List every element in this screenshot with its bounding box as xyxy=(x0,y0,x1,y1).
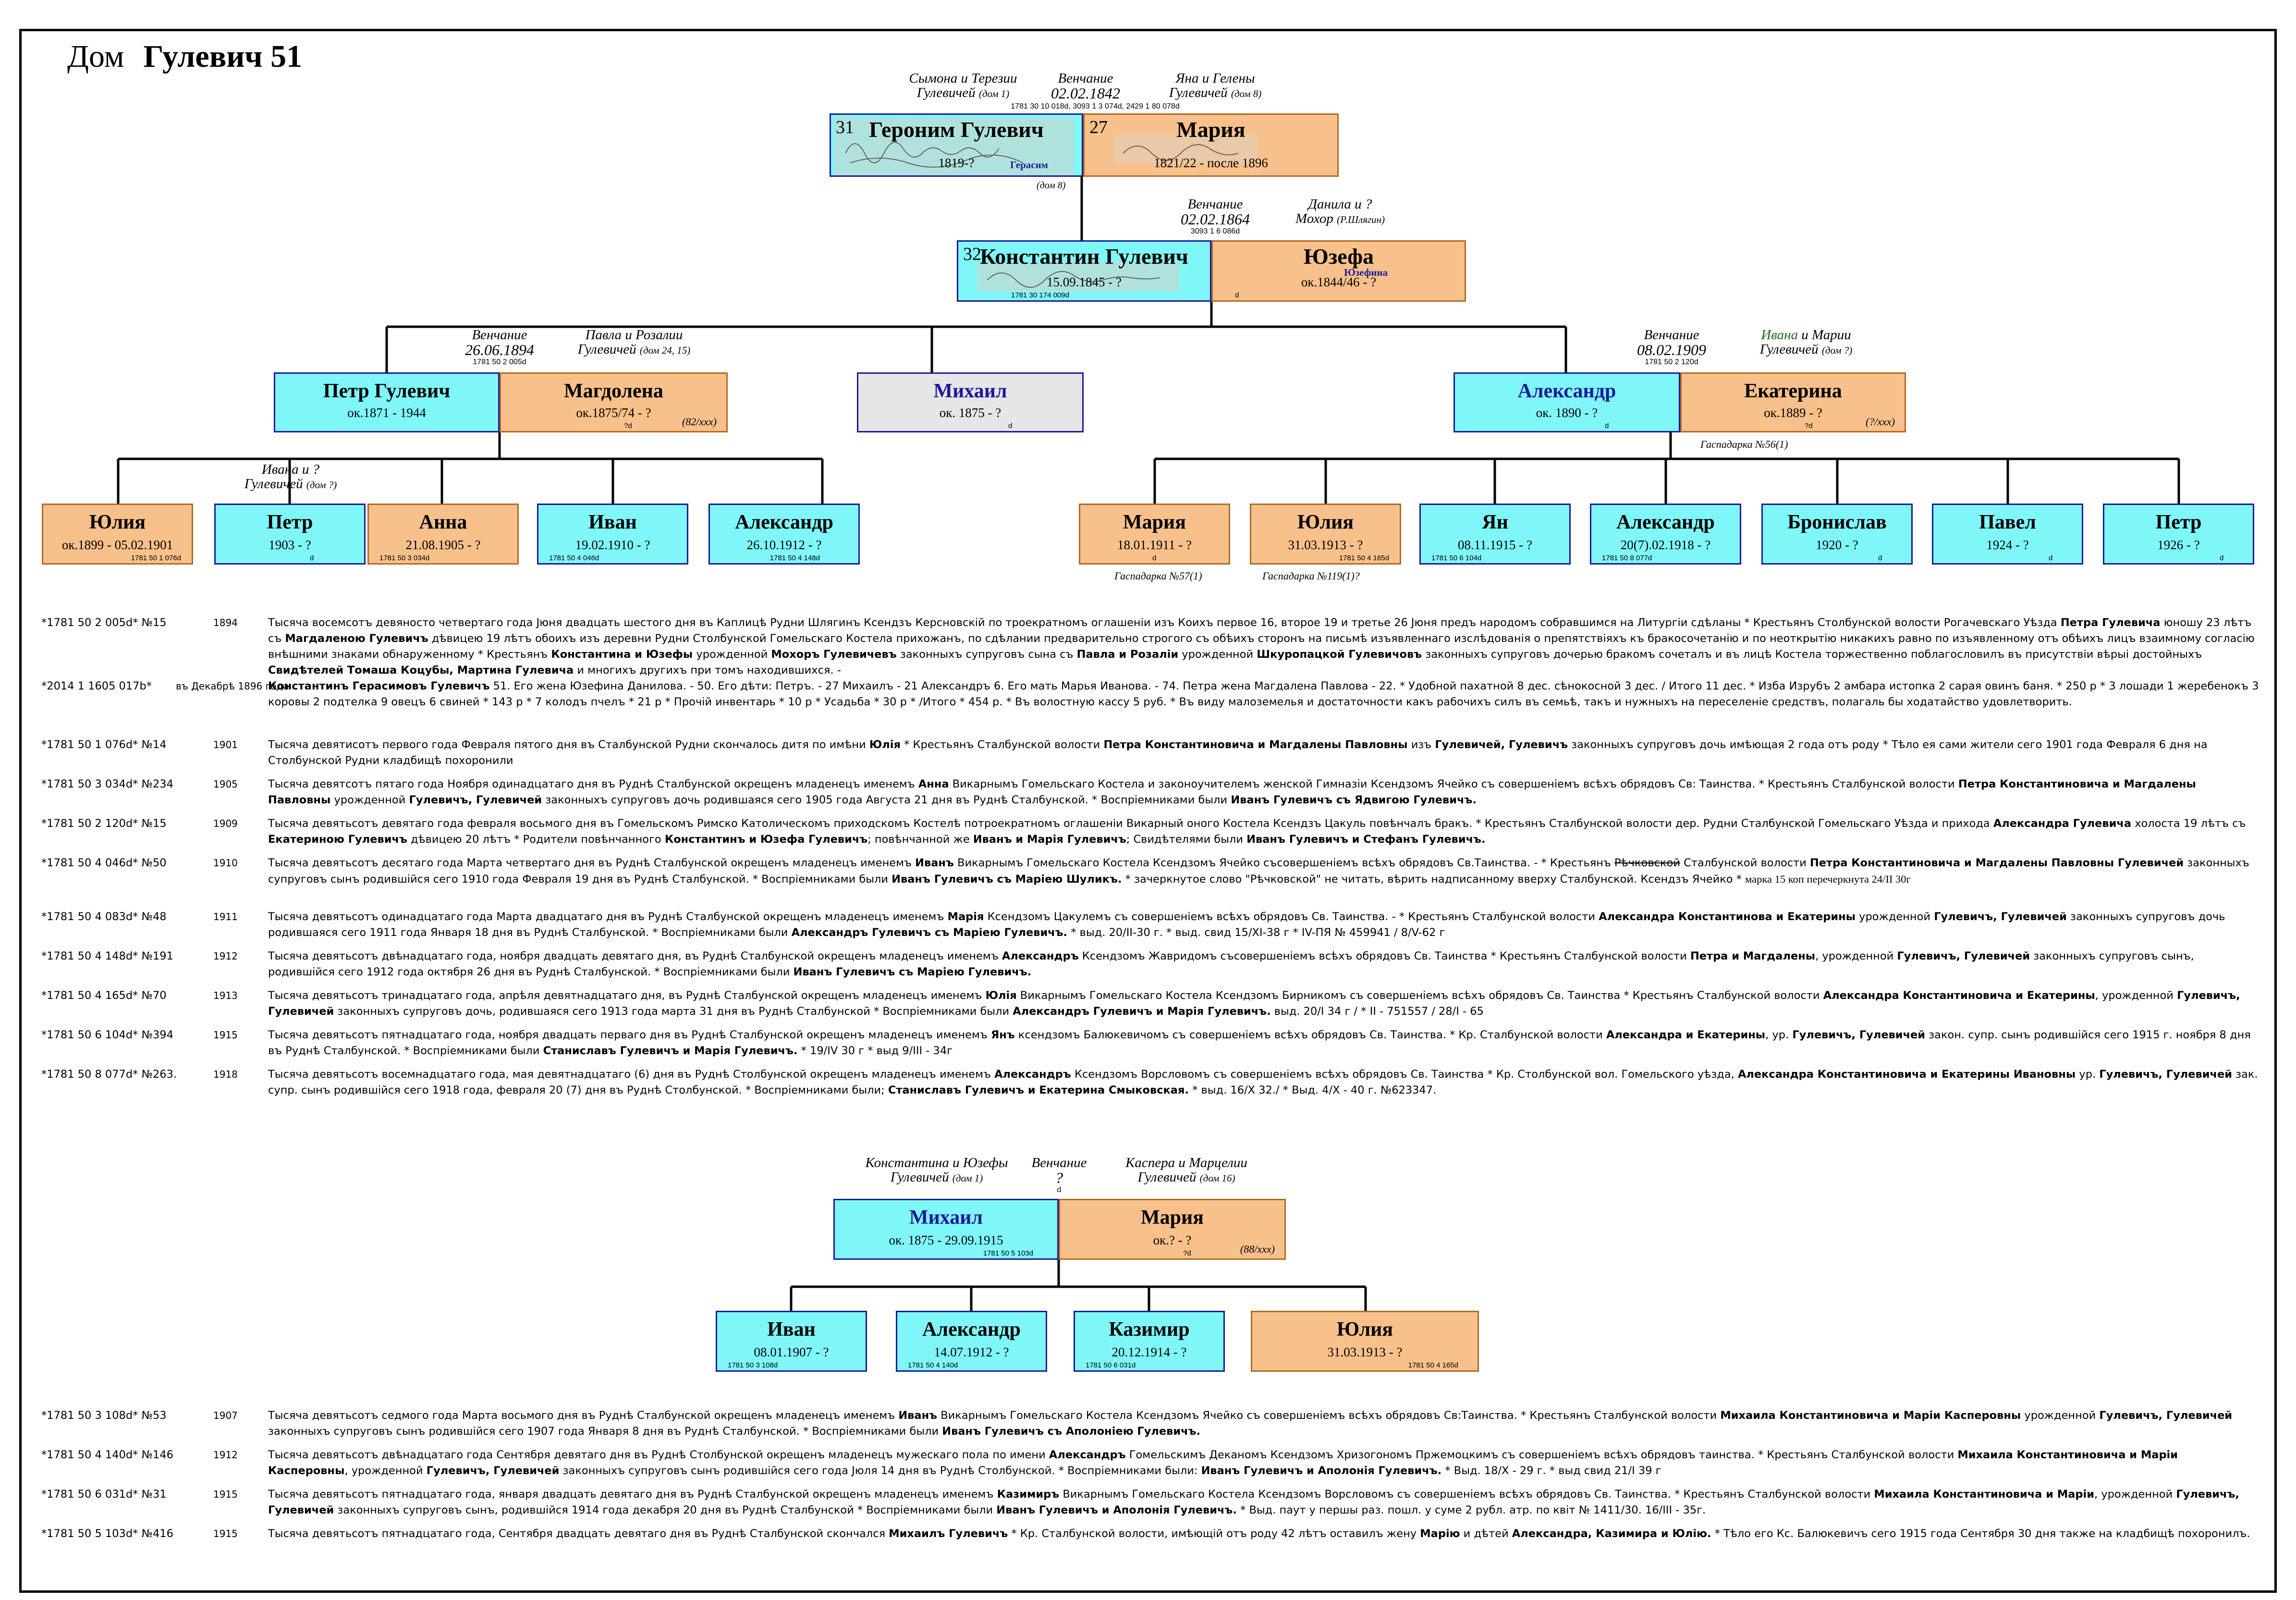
person-magdolena[interactable]: Магдолена ок.1875/74 - ? ?d (82/ххх) xyxy=(500,372,728,432)
iuzefa-parents-label: Данила и ?Мохор (Р.Шлягин) xyxy=(1295,197,1385,227)
person-mikhail[interactable]: Михаил ок. 1875 - 29.09.1915 1781 50 5 1… xyxy=(833,1199,1059,1260)
person-heronim[interactable]: 31 Героним Гулевич 1819-? Герасим xyxy=(830,113,1083,177)
child-aleksandr-1918[interactable]: Александр 20(7).02.1918 - ? 1781 50 8 07… xyxy=(1590,504,1741,565)
maria-household-note: Гаспадарка №57(1) xyxy=(1114,570,1202,582)
ekaterina-household-note: Гаспадарка №56(1) xyxy=(1700,438,1788,450)
person-petr-1871[interactable]: Петр Гулевич ок.1871 - 1944 xyxy=(274,372,500,432)
child-pavel-1924[interactable]: Павел 1924 - ? d xyxy=(1932,504,2083,565)
child-aleksandr-1912-mikhail[interactable]: Александр 14.07.1912 - ? 1781 50 4 140d xyxy=(896,1311,1047,1372)
person-ekaterina[interactable]: Екатерина ок.1889 - ? ?d (?/ххх) xyxy=(1680,372,1906,432)
heronim-house-note: (дом 8) xyxy=(1037,180,1066,191)
child-ivan-1910[interactable]: Иван 19.02.1910 - ? 1781 50 4 046d xyxy=(537,504,688,565)
person-aleksandr-1890[interactable]: Александр ок. 1890 - ? d xyxy=(1453,372,1680,432)
signature-image xyxy=(1113,134,1258,163)
child-yulia-1913-mikhail[interactable]: Юлия 31.03.1913 - ? 1781 50 4 165d xyxy=(1251,1311,1479,1372)
child-petr-1903[interactable]: Петр 1903 - ? d xyxy=(214,504,366,565)
child-yulia-1899[interactable]: Юлия ок.1899 - 05.02.1901 1781 50 1 076d xyxy=(42,504,193,565)
person-maria-mikhail-wife[interactable]: Мария ок.? - ? ?d (88/ххх) xyxy=(1059,1199,1286,1260)
child-yulia-1913[interactable]: Юлия 31.03.1913 - ? 1781 50 4 165d xyxy=(1250,504,1401,565)
person-konstantin[interactable]: 32 Константин Гулевич 15.09.1845 - ? 178… xyxy=(957,240,1211,302)
signature-image xyxy=(977,262,1179,292)
page-frame xyxy=(19,29,2277,1593)
child-yan-1915[interactable]: Ян 08.11.1915 - ? 1781 50 6 104d xyxy=(1419,504,1571,565)
mikhail-wedding-label: Венчание?d xyxy=(1031,1155,1087,1194)
child-ivan-1907[interactable]: Иван 08.01.1907 - ? 1781 50 3 108d xyxy=(716,1311,867,1372)
person-iuzefa[interactable]: Юзефа Юзефина ок.1844/46 - ? d xyxy=(1211,240,1466,302)
child-anna-1905[interactable]: Анна 21.08.1905 - ? 1781 50 3 034d xyxy=(367,504,519,565)
person-maria-1821[interactable]: 27 Мария 1821/22 - после 1896 xyxy=(1083,113,1339,177)
person-mikhail-1875[interactable]: Михаил ок. 1875 - ? d xyxy=(857,372,1084,432)
signature-image xyxy=(834,118,1074,175)
yulia-household-note: Гаспадарка №119(1)? xyxy=(1262,570,1360,582)
child-kazimir-1914[interactable]: Казимир 20.12.1914 - ? 1781 50 6 031d xyxy=(1074,1311,1225,1372)
child-aleksandr-1912[interactable]: Александр 26.10.1912 - ? 1781 50 4 148d xyxy=(708,504,860,565)
wedding-1842-refs: 1781 30 10 018d, 3093 1 3 074d, 2429 1 8… xyxy=(1011,102,1180,111)
child-maria-1911[interactable]: Мария 18.01.1911 - ? d xyxy=(1079,504,1230,565)
petr-jr-parents-label: Ивана и ?Гулевичей (дом ?) xyxy=(244,462,337,492)
child-bronislav-1920[interactable]: Бронислав 1920 - ? d xyxy=(1761,504,1913,565)
child-petr-1926[interactable]: Петр 1926 - ? d xyxy=(2103,504,2254,565)
